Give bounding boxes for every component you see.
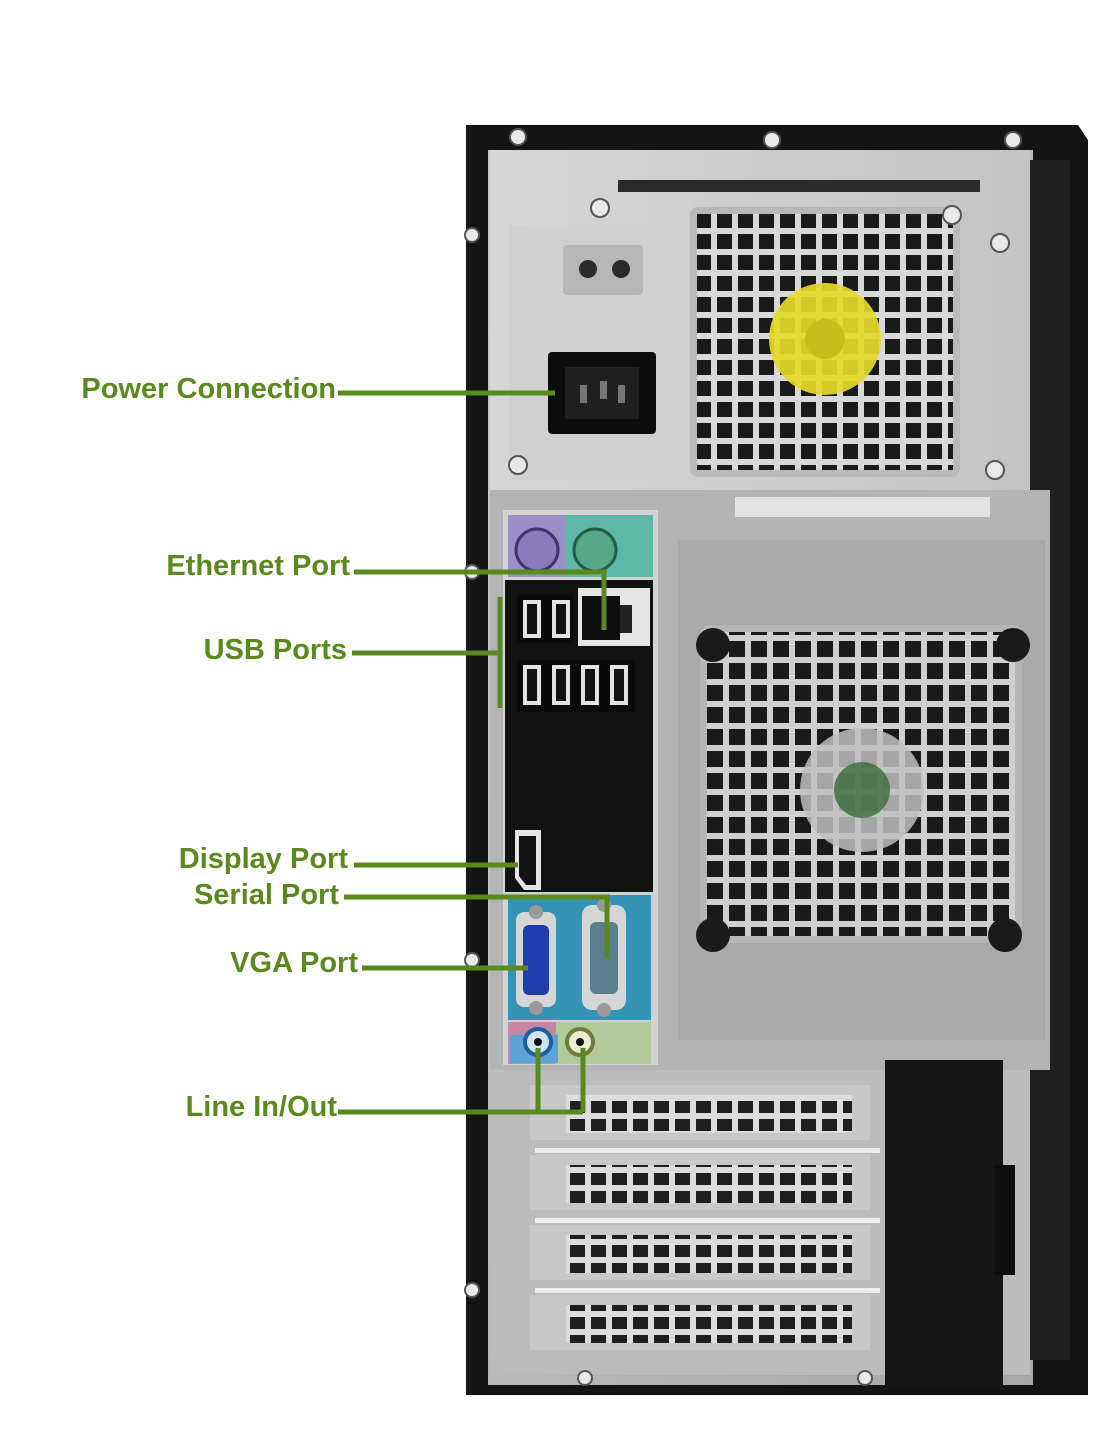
power-socket-icon — [548, 352, 656, 434]
screws — [464, 128, 1022, 1386]
power-connection-label: Power Connection — [81, 373, 336, 405]
display-port-label: Display Port — [178, 843, 348, 875]
usb-port-icon — [517, 595, 635, 712]
vga-port-icon — [516, 905, 556, 1015]
lock-bracket — [885, 1060, 1015, 1390]
power-supply-unit — [490, 150, 1030, 490]
ethernet-jack-icon — [578, 588, 650, 646]
serial-port-label: Serial Port — [193, 879, 339, 911]
usb-ports-label: USB Ports — [203, 634, 347, 666]
displayport-icon — [515, 830, 541, 890]
vga-port-label: VGA Port — [230, 947, 358, 979]
leader-lines — [338, 390, 610, 1115]
ethernet-port-label: Ethernet Port — [166, 550, 350, 582]
line-in-out-label: Line In/Out — [185, 1091, 337, 1123]
fan-grille-icon — [696, 625, 1030, 952]
serial-port-icon — [582, 898, 626, 1017]
expansion-slots — [490, 1070, 1030, 1375]
ethernet-leader-line — [354, 569, 607, 630]
serial-leader-line — [344, 894, 610, 958]
